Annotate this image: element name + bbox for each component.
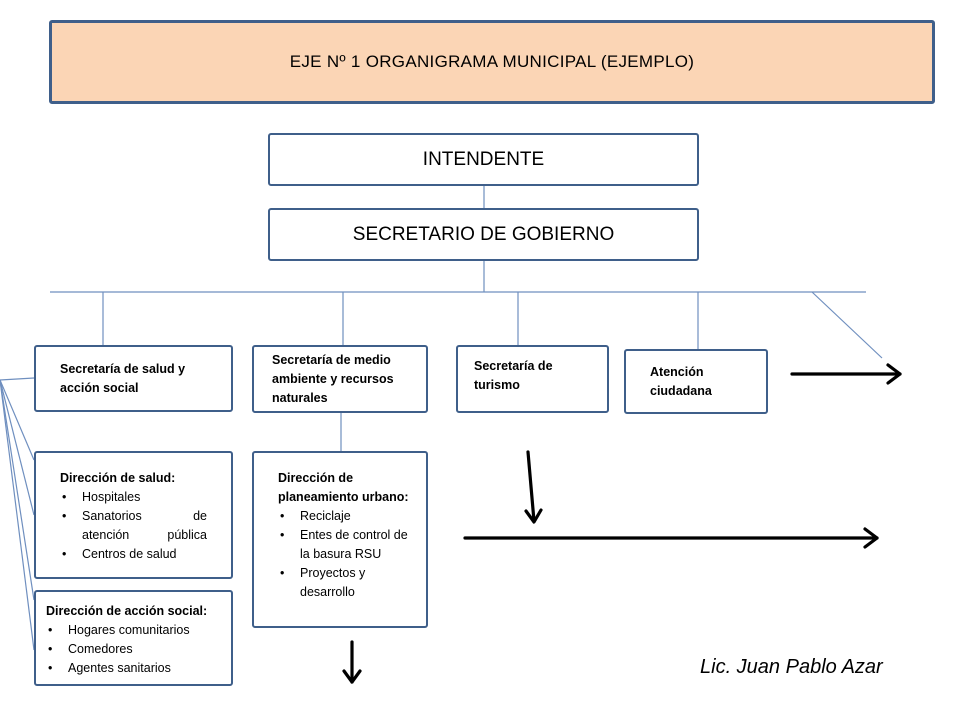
title-text: EJE Nº 1 ORGANIGRAMA MUNICIPAL (EJEMPLO) — [289, 52, 695, 71]
secretaria-salud-box: Secretaría de salud y acción social — [34, 345, 233, 412]
direccion-accion-social-heading: Dirección de acción social: — [46, 604, 208, 618]
list-item: Agentes sanitarios — [46, 659, 223, 678]
secretaria-medio-ambiente-box: Secretaría de medio ambiente y recursos … — [252, 345, 428, 413]
secretaria-turismo-label: Secretaría de turismo — [474, 359, 553, 392]
secretaria-salud-label: Secretaría de salud y acción social — [60, 361, 186, 395]
arrow-down-turismo — [524, 450, 543, 524]
left-fan-2 — [0, 379, 35, 516]
left-stub — [0, 377, 35, 381]
title-banner: EJE Nº 1 ORGANIGRAMA MUNICIPAL (EJEMPLO) — [49, 20, 935, 104]
secretario-box: SECRETARIO DE GOBIERNO — [268, 208, 699, 261]
list-item: Hogares comunitarios — [46, 621, 223, 640]
list-item: Reciclaje — [278, 507, 412, 526]
direccion-salud-heading: Dirección de salud: — [60, 471, 176, 485]
direccion-planeamiento-list: Reciclaje Entes de control de la basura … — [278, 507, 412, 602]
list-item: Sanatorios de atención pública — [60, 507, 207, 545]
atencion-ciudadana-box: Atención ciudadana — [624, 349, 768, 414]
atencion-ciudadana-label: Atención ciudadana — [650, 364, 712, 398]
direccion-planeamiento-box: Dirección de planeamiento urbano: Recicl… — [252, 451, 428, 628]
list-item: Entes de control de la basura RSU — [278, 526, 412, 564]
arrow-right-lower — [463, 527, 879, 549]
secretario-label: SECRETARIO DE GOBIERNO — [352, 223, 615, 245]
left-fan-3 — [0, 379, 35, 601]
direccion-accion-social-box: Dirección de acción social: Hogares comu… — [34, 590, 233, 686]
arrow-right-upper — [790, 363, 902, 385]
left-fan-4 — [0, 379, 35, 651]
list-item: Comedores — [46, 640, 223, 659]
list-item: Proyectos y desarrollo — [278, 564, 412, 602]
secretaria-medio-ambiente-label: Secretaría de medio ambiente y recursos … — [272, 352, 394, 405]
left-fan-1 — [0, 379, 35, 461]
direccion-salud-box: Dirección de salud: Hospitales Sanatorio… — [34, 451, 233, 579]
direccion-salud-list: Hospitales Sanatorios de atención públic… — [60, 488, 207, 564]
direccion-accion-social-list: Hogares comunitarios Comedores Agentes s… — [46, 621, 223, 678]
list-item: Hospitales — [60, 488, 207, 507]
diagonal-extension — [811, 291, 883, 359]
intendente-label: INTENDENTE — [422, 148, 545, 170]
list-item: Centros de salud — [60, 545, 207, 564]
arrow-down-bottom — [342, 640, 362, 684]
author-signature: Lic. Juan Pablo Azar — [700, 656, 883, 678]
secretaria-turismo-box: Secretaría de turismo — [456, 345, 609, 413]
intendente-box: INTENDENTE — [268, 133, 699, 186]
direccion-planeamiento-heading: Dirección de planeamiento urbano: — [278, 471, 409, 504]
